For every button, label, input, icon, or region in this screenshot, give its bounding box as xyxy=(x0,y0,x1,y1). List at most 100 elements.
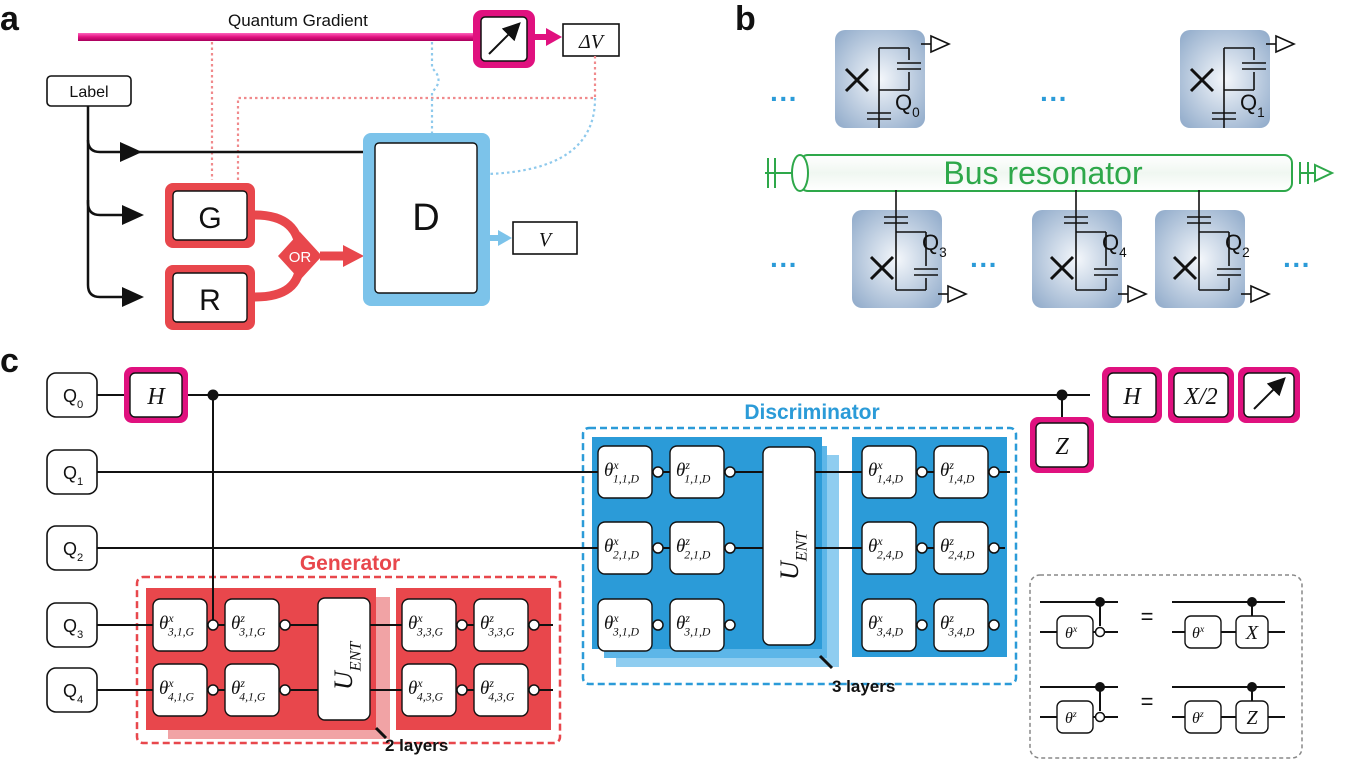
qubit-tile-bg xyxy=(835,30,925,128)
qubit-label-text: Q3 xyxy=(63,616,83,641)
label-to-d-arrowhead xyxy=(120,142,142,162)
qubit-label: Q2 xyxy=(1225,230,1250,260)
d-to-v-arrowhead xyxy=(498,230,512,246)
open-control-node xyxy=(279,619,291,631)
qubit-label-box xyxy=(46,372,98,418)
legend-equals: = xyxy=(1141,604,1154,629)
generator-label: G xyxy=(198,202,221,235)
hadamard-gate-end-label: H xyxy=(1122,384,1142,410)
quantum-gradient-bar xyxy=(78,33,478,41)
rotation-gate-box xyxy=(597,445,653,499)
legend-rotation-box xyxy=(1056,615,1094,649)
open-control-node xyxy=(652,619,664,631)
rotation-gate-box xyxy=(861,521,917,575)
qubit-label-4: Q4 xyxy=(46,667,98,713)
discriminator-title: Discriminator xyxy=(744,401,879,424)
generator-layers-label: 2 layers xyxy=(385,736,448,755)
control-dot-q0 xyxy=(207,389,219,401)
label-text: Label xyxy=(69,84,108,101)
rotation-gate-box xyxy=(861,598,917,652)
ellipsis-top-middle: ··· xyxy=(1040,83,1068,114)
ground-triangle-icon xyxy=(1250,284,1271,304)
panel-letter-b: b xyxy=(735,0,756,38)
ellipsis-top-left: ··· xyxy=(770,83,798,114)
discriminator-layers-arrow xyxy=(818,654,834,670)
open-control-node xyxy=(279,684,291,696)
qubit-label-0: Q0 xyxy=(46,372,98,418)
hadamard-gate-end: H xyxy=(1102,367,1162,423)
open-control-node xyxy=(652,466,664,478)
entangler-box xyxy=(762,446,816,646)
qubit-tile-Q4: Q4 xyxy=(1032,190,1148,308)
ground-triangle-icon xyxy=(930,34,951,54)
open-control-node xyxy=(528,619,540,631)
generator-box xyxy=(172,190,248,241)
rotation-gate-box xyxy=(473,663,529,717)
legend-rotation-box xyxy=(1184,700,1222,734)
open-control-node xyxy=(916,542,928,554)
legend-rotation-box xyxy=(1184,615,1222,649)
ground-triangle-icon xyxy=(1275,34,1296,54)
legend-rotation-label: θx xyxy=(1065,624,1078,642)
legend-control-dot xyxy=(1095,597,1105,607)
rotation-gate-box xyxy=(933,521,989,575)
qubit-tile-Q3: Q3 xyxy=(852,190,968,308)
control-dot-q0-z xyxy=(1056,389,1068,401)
panel-c: c Generator 2 layers Discriminator 3 lay… xyxy=(0,342,1303,759)
legend-pauli-box xyxy=(1235,700,1269,734)
rotation-gate-box xyxy=(152,598,208,652)
qubit-label-text: Q1 xyxy=(63,463,83,488)
discriminator-box xyxy=(374,142,478,294)
open-control-node xyxy=(724,619,736,631)
discriminator-label: D xyxy=(412,197,439,239)
qubit-label-2: Q2 xyxy=(46,525,98,571)
rotation-gate-box xyxy=(597,598,653,652)
or-to-d-arrowhead xyxy=(343,245,364,267)
open-control-node xyxy=(916,619,928,631)
ground-triangle-icon xyxy=(1127,284,1148,304)
qubit-tile-bg xyxy=(1032,210,1122,308)
open-control-node xyxy=(456,684,468,696)
open-control-node xyxy=(988,542,1000,554)
rotation-gate-box xyxy=(401,663,457,717)
rotation-gate-box xyxy=(152,663,208,717)
legend-pauli-label: Z xyxy=(1246,707,1258,729)
discriminator-entangler: UENT xyxy=(762,446,816,646)
generator-title: Generator xyxy=(300,552,400,575)
x-half-gate: X/2 xyxy=(1168,367,1234,423)
rotation-gate-box xyxy=(933,445,989,499)
qubit-tile-bg xyxy=(1155,210,1245,308)
open-control-node xyxy=(724,542,736,554)
legend-rotation-label: θx xyxy=(1192,624,1205,642)
delta-v-label: ΔV xyxy=(578,31,606,53)
bus-resonator xyxy=(765,154,1335,192)
open-control-node xyxy=(207,619,219,631)
label-branches xyxy=(86,106,365,299)
rotation-gate-box xyxy=(597,521,653,575)
measurement-gate xyxy=(1238,367,1300,423)
real-data-label: R xyxy=(199,284,221,317)
z-gate: Z xyxy=(1030,417,1094,473)
rotation-gate-box xyxy=(669,598,725,652)
